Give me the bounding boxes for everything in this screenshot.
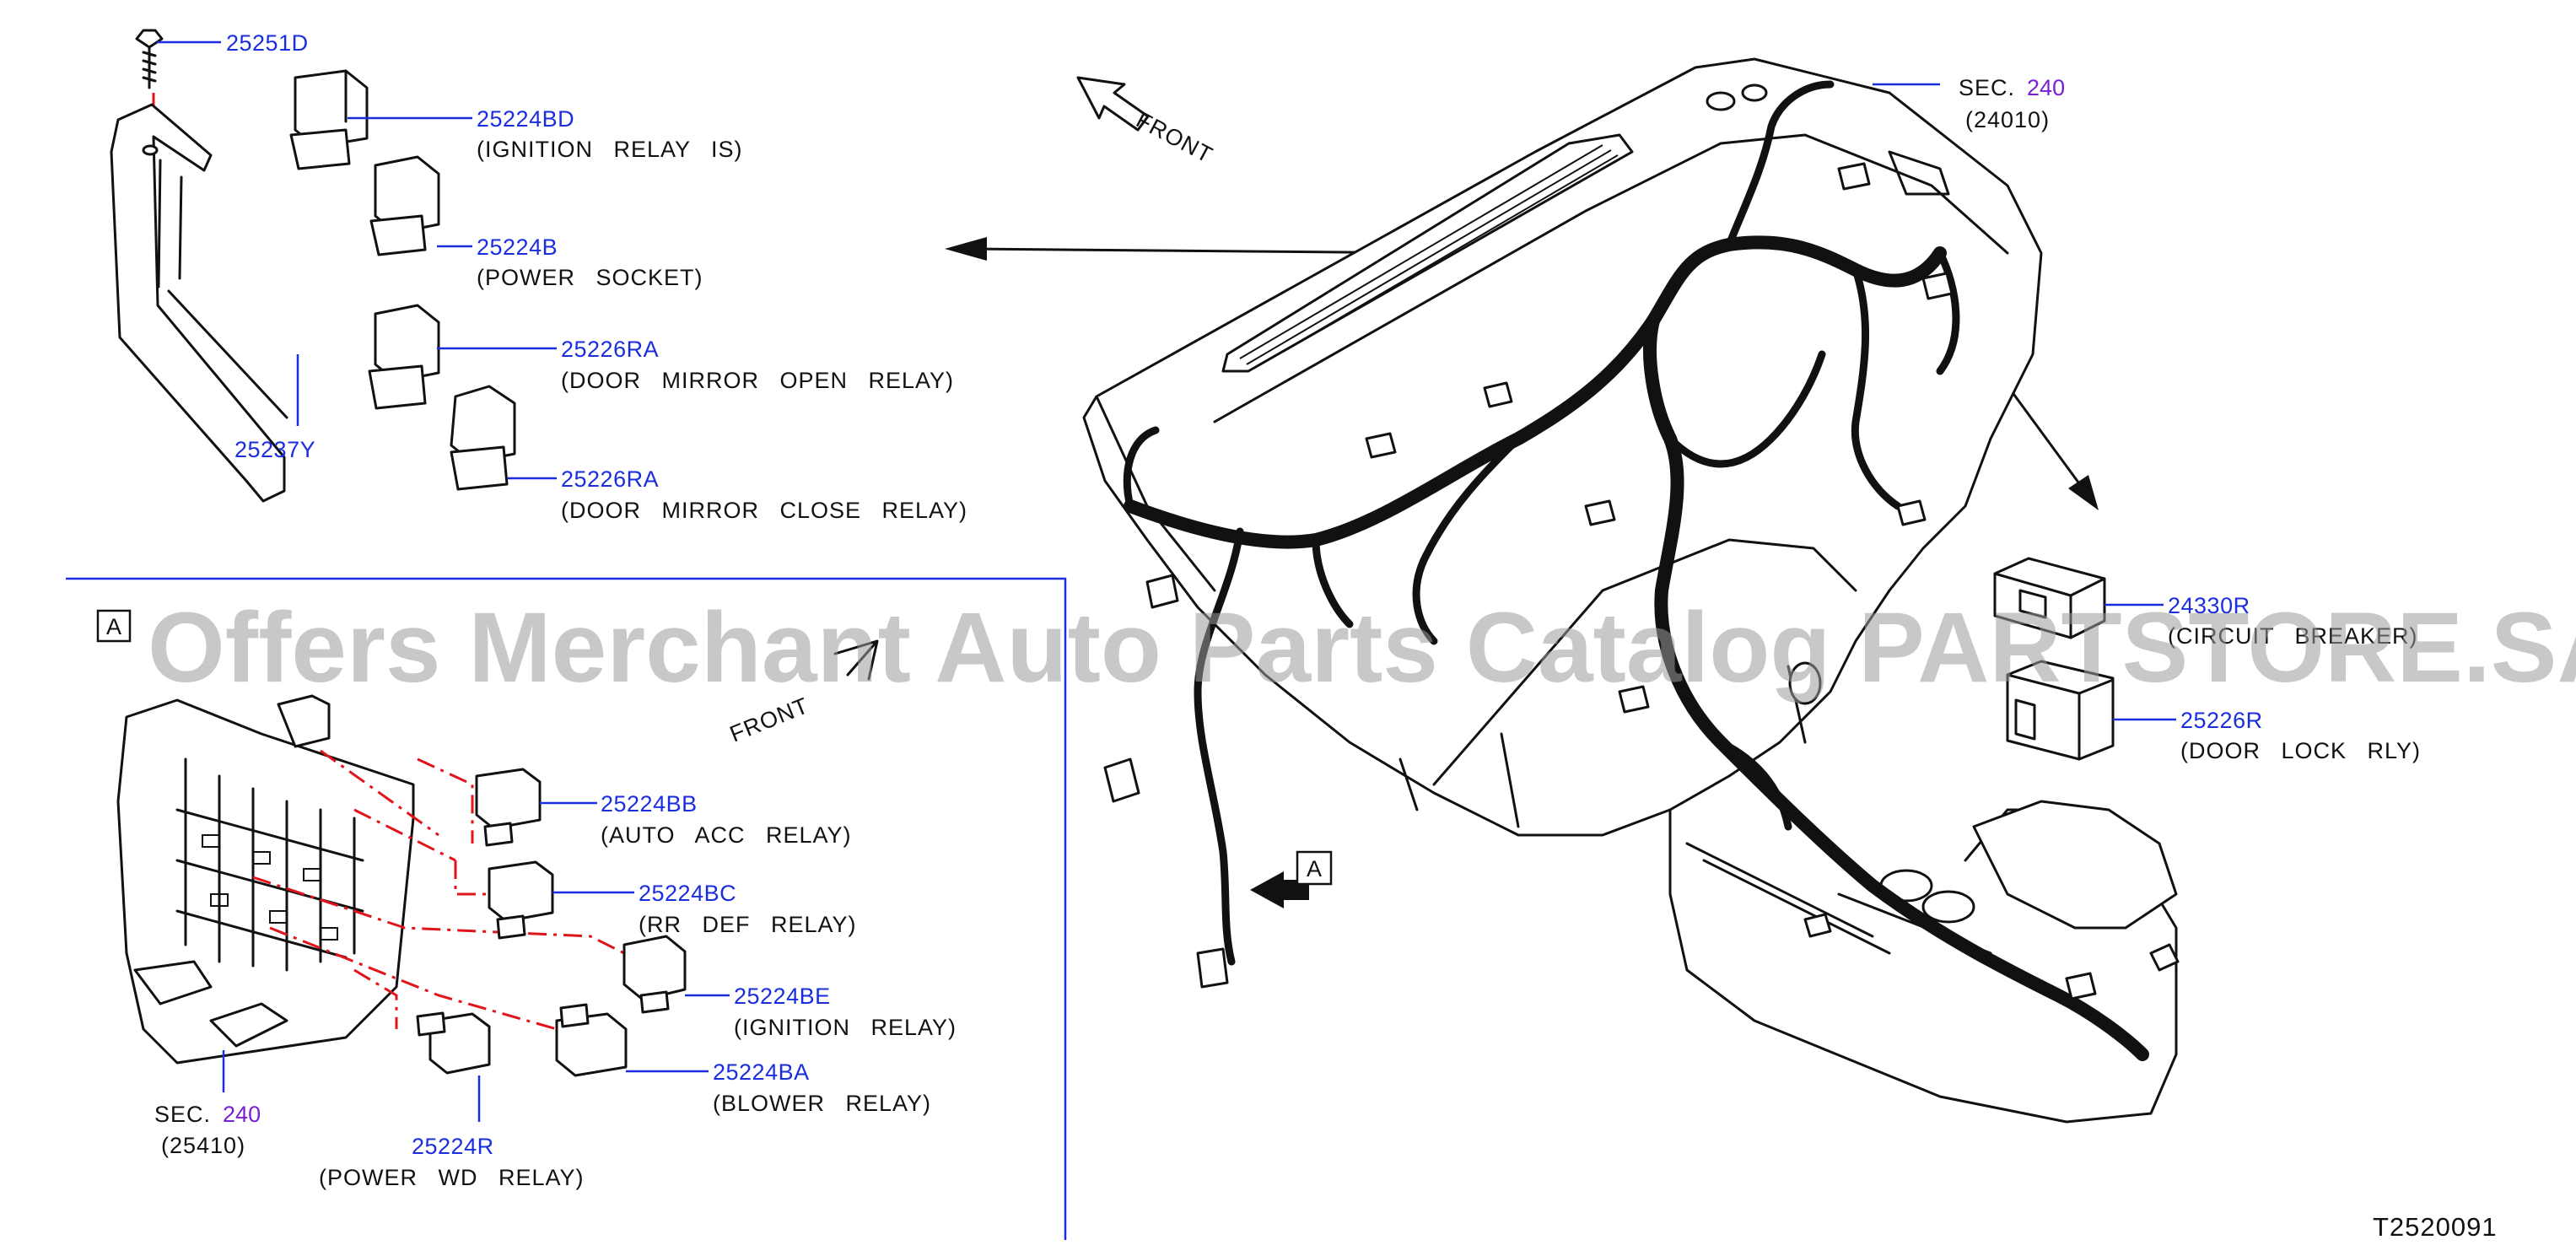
svg-text:FRONT: FRONT bbox=[1132, 107, 1217, 168]
sec-24010-ref[interactable]: SEC.240 bbox=[1959, 75, 2065, 100]
diagram-code: T2520091 bbox=[2373, 1212, 2498, 1242]
part-number-25224bb[interactable]: 25224BB bbox=[601, 791, 698, 817]
part-number-25224b[interactable]: 25224B bbox=[477, 234, 558, 260]
part-desc-25224be: (IGNITION RELAY) bbox=[734, 1015, 957, 1040]
part-number-25226ra-close[interactable]: 25226RA bbox=[561, 466, 659, 492]
fuse-block-25410[interactable] bbox=[116, 694, 415, 1065]
main-harness-24010[interactable] bbox=[1103, 80, 2149, 1061]
part-number-25224be[interactable]: 25224BE bbox=[734, 984, 831, 1009]
front-arrow-top: FRONT bbox=[1076, 76, 1217, 168]
relay-25226ra-close[interactable] bbox=[450, 385, 516, 491]
part-desc-25224b: (POWER SOCKET) bbox=[477, 265, 703, 290]
relay-25224bb[interactable] bbox=[475, 768, 542, 847]
watermark-text: Offers Merchant Auto Parts Catalog PARTS… bbox=[148, 592, 2576, 703]
relay-25226ra-open[interactable] bbox=[368, 304, 440, 410]
detail-frame bbox=[66, 577, 1067, 1240]
circuit-breaker-24330r[interactable] bbox=[1993, 557, 2106, 639]
part-number-25226ra-open[interactable]: 25226RA bbox=[561, 337, 659, 362]
part-desc-25226ra-open: (DOOR MIRROR OPEN RELAY) bbox=[561, 368, 954, 393]
relay-25224r[interactable] bbox=[416, 1011, 491, 1075]
part-number-25237y[interactable]: 25237Y bbox=[234, 437, 315, 462]
part-number-25224bc[interactable]: 25224BC bbox=[639, 881, 736, 906]
part-desc-25224r: (POWER WD RELAY) bbox=[319, 1165, 585, 1190]
sec-25410-ref[interactable]: SEC.240 bbox=[154, 1102, 261, 1127]
relay-25224bd[interactable] bbox=[289, 69, 369, 170]
part-number-25224bd[interactable]: 25224BD bbox=[477, 106, 574, 132]
screw-25251d[interactable] bbox=[135, 29, 164, 89]
detail-callout-a: A bbox=[1250, 850, 1333, 908]
svg-text:A: A bbox=[106, 614, 121, 639]
sec-25410-code: (25410) bbox=[161, 1133, 245, 1158]
part-desc-25224bc: (RR DEF RELAY) bbox=[639, 912, 857, 937]
part-number-25226r[interactable]: 25226R bbox=[2180, 708, 2263, 733]
part-number-25251d[interactable]: 25251D bbox=[226, 30, 309, 56]
relay-25224bc[interactable] bbox=[488, 860, 554, 940]
bracket-25237y[interactable] bbox=[110, 103, 288, 503]
part-desc-25224ba: (BLOWER RELAY) bbox=[713, 1091, 931, 1116]
sec-24010-code: (24010) bbox=[1965, 107, 2050, 132]
part-number-25224r[interactable]: 25224R bbox=[412, 1134, 494, 1159]
part-desc-24330r: (CIRCUIT BREAKER) bbox=[2168, 623, 2418, 649]
relay-25224b[interactable] bbox=[369, 155, 440, 256]
door-lock-relay-25226r[interactable] bbox=[2006, 660, 2115, 761]
relay-25224be[interactable] bbox=[622, 935, 687, 1014]
detail-marker-a: A bbox=[96, 609, 132, 643]
part-desc-25224bd: (IGNITION RELAY IS) bbox=[477, 137, 743, 162]
part-number-24330r[interactable]: 24330R bbox=[2168, 593, 2250, 618]
svg-text:A: A bbox=[1307, 856, 1322, 881]
part-desc-25226ra-close: (DOOR MIRROR CLOSE RELAY) bbox=[561, 498, 967, 523]
part-desc-25224bb: (AUTO ACC RELAY) bbox=[601, 822, 852, 848]
part-desc-25226r: (DOOR LOCK RLY) bbox=[2180, 738, 2421, 763]
part-number-25224ba[interactable]: 25224BA bbox=[713, 1059, 810, 1085]
relay-25224ba[interactable] bbox=[555, 1003, 628, 1077]
